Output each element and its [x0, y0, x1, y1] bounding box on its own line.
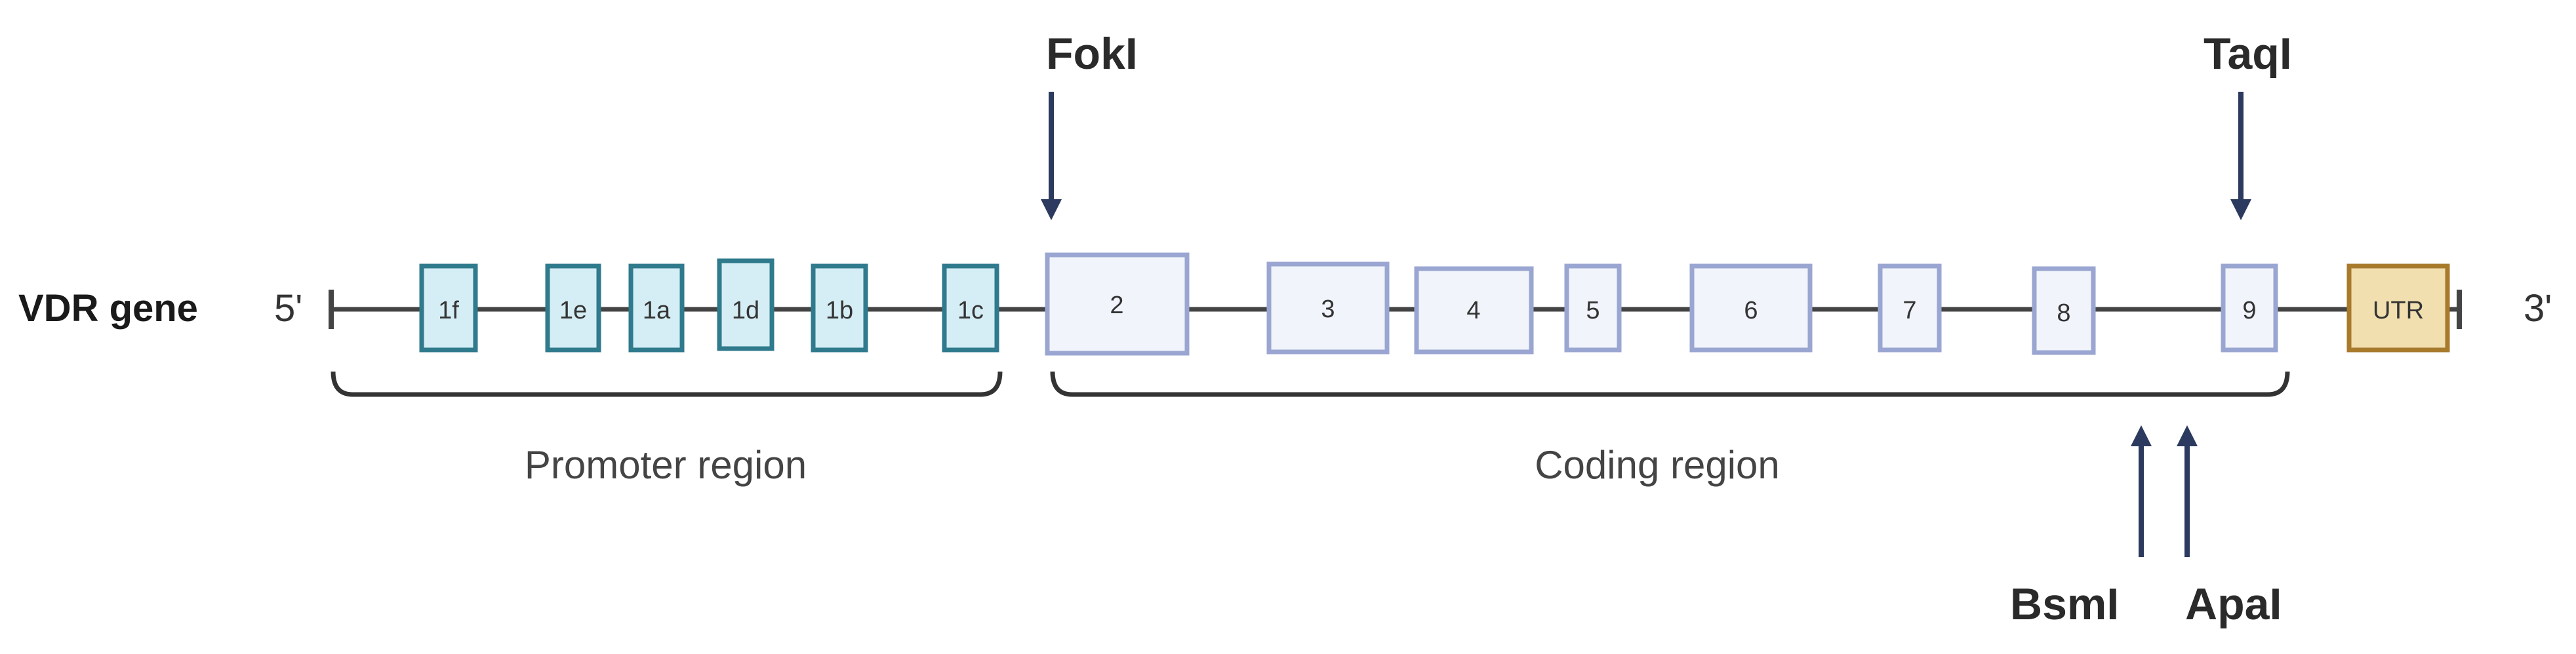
exon-box — [545, 263, 601, 353]
utr-label: UTR — [2373, 297, 2424, 324]
exon-label: 1f — [438, 297, 459, 324]
promoter-exon: 1c — [942, 263, 999, 353]
exon-box — [717, 258, 775, 351]
utr-exon: UTR — [2346, 263, 2450, 353]
exon-box — [1414, 266, 1534, 355]
coding-exon: 9 — [2221, 263, 2278, 353]
promoter-region-label: Promoter region — [525, 443, 807, 487]
exon-label: 1e — [559, 297, 587, 324]
fokl-snp-label: FokI — [1046, 29, 1138, 79]
three-prime-label: 3' — [2524, 287, 2552, 330]
exon-box — [942, 263, 999, 353]
promoter-exon: 1e — [545, 263, 601, 353]
exon-label: 1b — [826, 297, 853, 324]
coding-region-label: Coding region — [1535, 443, 1780, 487]
coding-exon: 5 — [1564, 263, 1622, 353]
exon-box — [811, 263, 868, 353]
promoter-exon: 1a — [628, 263, 685, 353]
bsml-snp-label: BsmI — [2010, 579, 2119, 629]
exon-label: 3 — [1321, 296, 1335, 323]
exon-box — [2221, 263, 2278, 353]
coding-exon: 4 — [1414, 266, 1534, 355]
coding-exon: 7 — [1878, 263, 1942, 353]
exon-box — [628, 263, 685, 353]
five-prime-label: 5' — [274, 287, 302, 330]
apal-snp-label: ApaI — [2185, 579, 2282, 629]
exon-label: 6 — [1744, 297, 1758, 324]
exon-box — [1266, 261, 1390, 355]
promoter-exon: 1f — [419, 263, 478, 353]
exon-box — [1045, 252, 1190, 356]
coding-exon: 2 — [1045, 252, 1190, 356]
exon-label: 9 — [2242, 297, 2256, 324]
exon-box — [1878, 263, 1942, 353]
utr-box — [2346, 263, 2450, 353]
promoter-exon: 1b — [811, 263, 868, 353]
exon-box — [1689, 263, 1813, 353]
exon-label: 5 — [1586, 297, 1600, 324]
gene-label: VDR gene — [18, 287, 198, 330]
exon-label: 4 — [1466, 297, 1480, 324]
exon-label: 7 — [1902, 297, 1916, 324]
exon-label: 1c — [957, 297, 984, 324]
coding-region-brace — [1050, 371, 2290, 397]
taql-snp-label: TaqI — [2204, 29, 2292, 79]
exon-label: 1a — [643, 297, 671, 324]
exon-label: 1d — [732, 297, 759, 324]
exon-box — [419, 263, 478, 353]
coding-exon: 8 — [2032, 266, 2096, 355]
promoter-region-brace — [331, 371, 1003, 397]
coding-exon: 3 — [1266, 261, 1390, 355]
exon-label: 8 — [2057, 299, 2070, 327]
coding-exon: 6 — [1689, 263, 1813, 353]
exon-label: 2 — [1110, 292, 1123, 319]
exon-box — [2032, 266, 2096, 355]
promoter-exon: 1d — [717, 258, 775, 351]
exon-box — [1564, 263, 1622, 353]
